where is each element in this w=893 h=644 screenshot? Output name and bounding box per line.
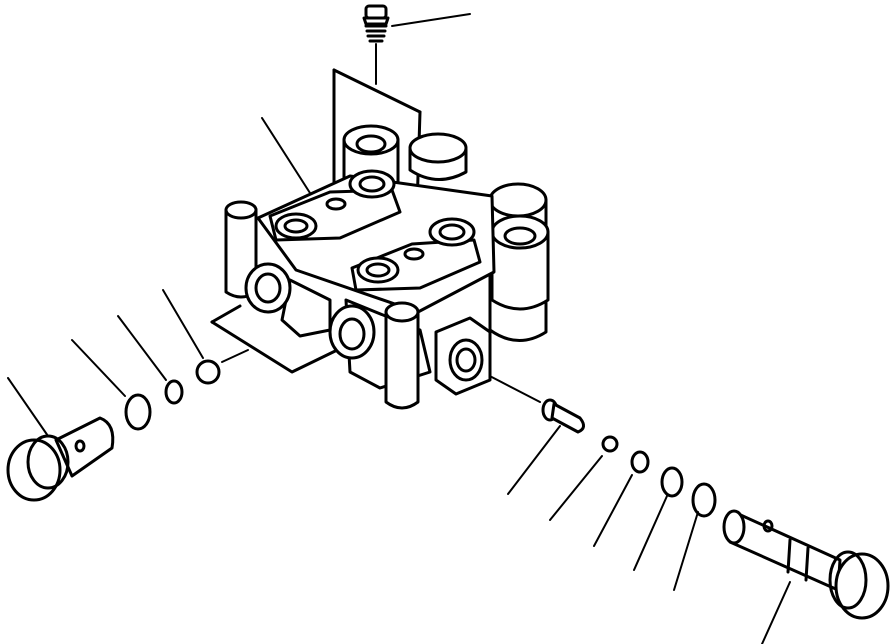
o-ring-left-large [124,393,152,431]
axis-left [221,349,249,363]
leader-o-ring-left-small [117,315,167,381]
leader-valve-body [261,117,311,194]
leader-ball-left [162,289,204,359]
o-ring-right-1 [630,450,650,474]
pin-right [541,398,585,434]
leader-pin-right [507,425,561,495]
leader-o-ring-right-2 [633,495,668,571]
spool-right [722,509,890,620]
plug [362,4,390,43]
ball-right [601,435,619,453]
o-ring-left-small [164,379,184,405]
leader-ball-right [549,455,603,521]
leader-o-ring-right-1 [593,474,633,547]
leader-lines [7,13,791,644]
leader-plug [391,13,471,27]
leader-spool-right [761,581,791,644]
axis-right [481,371,541,403]
leader-o-ring-left-large [71,339,126,397]
spool-left [6,416,115,502]
leader-spool-left [7,377,49,437]
o-ring-right-3 [691,482,717,518]
valve-body [224,124,550,410]
ball-left [195,359,221,385]
leader-o-ring-right-3 [673,511,699,591]
o-ring-right-2 [660,466,684,498]
